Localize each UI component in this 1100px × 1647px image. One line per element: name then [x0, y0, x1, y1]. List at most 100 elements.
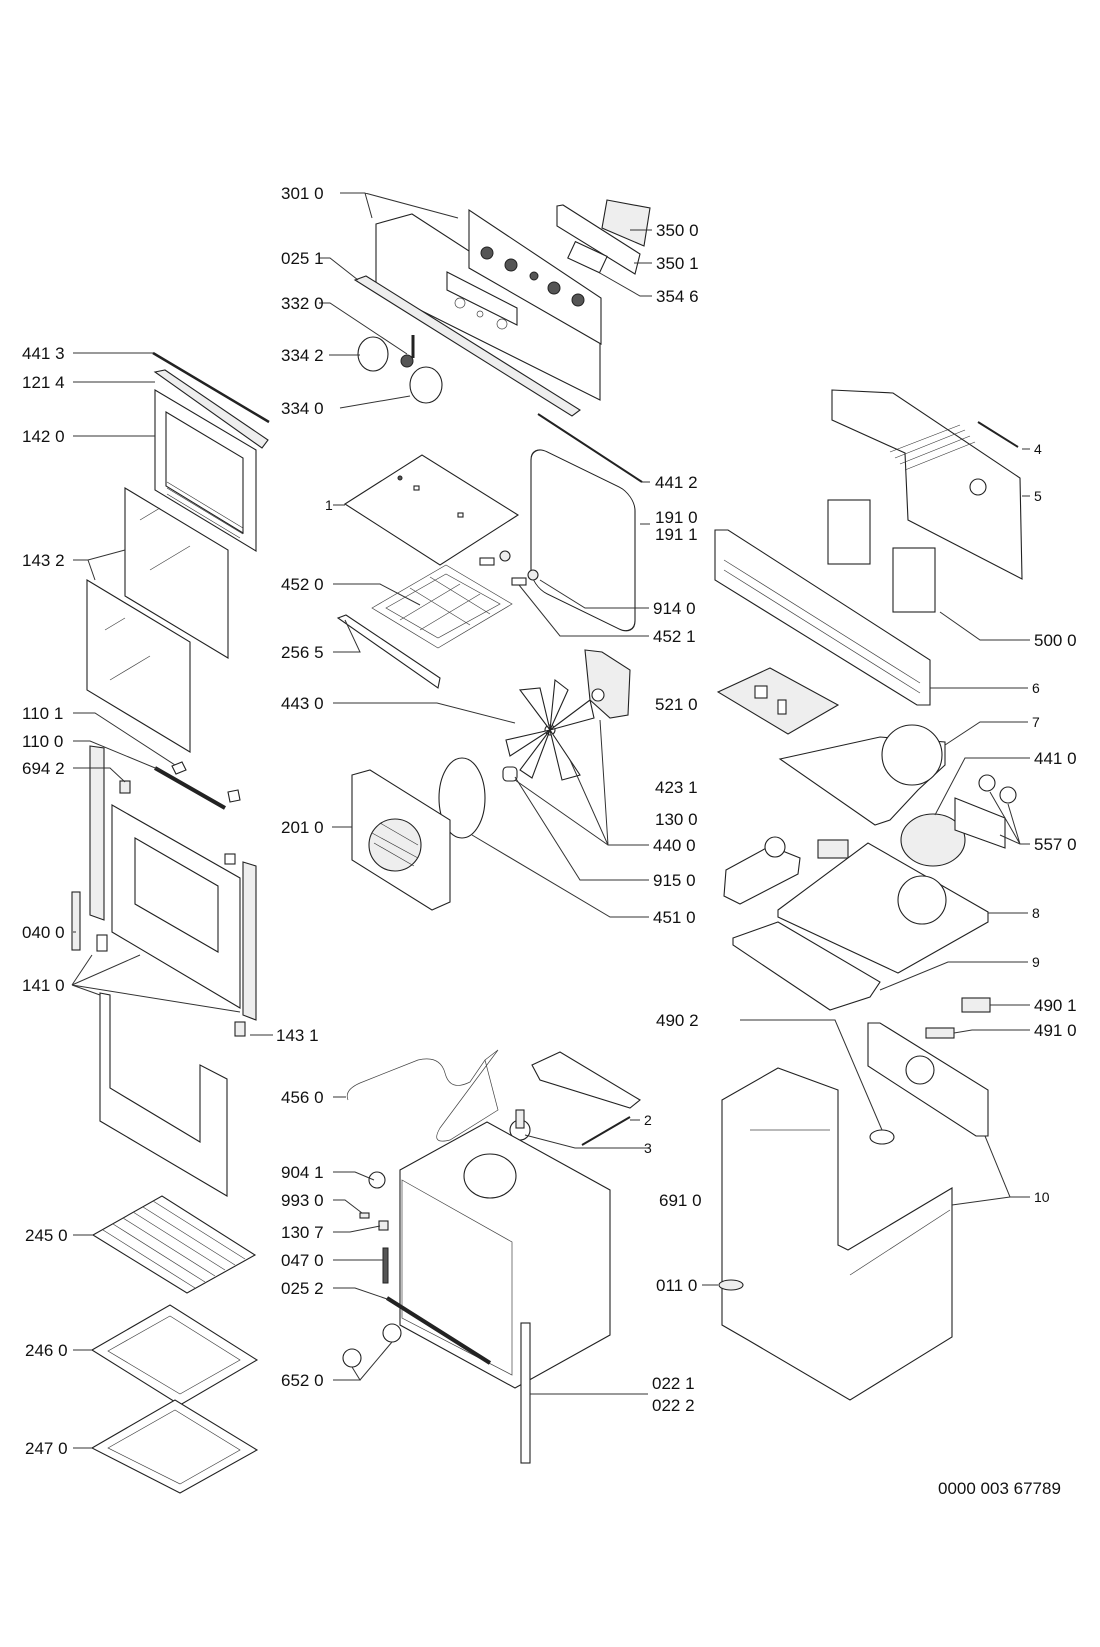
fan-blade-4430[interactable]	[505, 678, 595, 781]
door-vent-grille	[166, 481, 244, 539]
nut-9140[interactable]	[527, 569, 539, 581]
label-5210: 521 0	[655, 695, 698, 714]
label-6: 6	[1032, 680, 1040, 696]
label-4902: 490 2	[656, 1011, 699, 1030]
grommet-4902[interactable]	[869, 1129, 895, 1145]
timer-module-1300[interactable]	[723, 845, 801, 905]
thermostat-b-5000[interactable]	[892, 547, 936, 613]
front-trim-9[interactable]	[732, 921, 881, 1011]
label-4430: 443 0	[281, 694, 324, 713]
thermostat-a[interactable]	[827, 499, 871, 565]
display-hole	[476, 310, 484, 318]
label-3010: 301 0	[281, 184, 324, 203]
oven-cavity[interactable]	[399, 1121, 611, 1389]
grill-element-4520[interactable]	[371, 564, 513, 649]
display-board-3500[interactable]	[601, 199, 651, 247]
lamp-assembly-6520-b[interactable]	[382, 1323, 402, 1343]
base-plate-8[interactable]	[777, 842, 989, 974]
display-lens-3546[interactable]	[567, 240, 608, 274]
cooling-fan-4410[interactable]	[900, 813, 966, 867]
control-frame-6[interactable]	[714, 529, 931, 706]
door-trim-4413[interactable]	[152, 351, 270, 424]
foot-0110[interactable]	[718, 1279, 744, 1291]
hinge-0400[interactable]	[71, 891, 81, 951]
top-cover-5[interactable]	[831, 389, 1023, 580]
bracket-2[interactable]	[531, 1051, 641, 1109]
door-inner-frame	[165, 411, 244, 534]
terminal-insulator-4521[interactable]	[511, 577, 527, 586]
label-4400: 440 0	[653, 836, 696, 855]
clip-1307[interactable]	[378, 1220, 389, 1231]
side-rail-0221[interactable]	[520, 1322, 531, 1464]
lamp-assembly-6520-a[interactable]	[342, 1348, 362, 1368]
pcb-component	[777, 699, 787, 715]
fan-motor-shaft	[591, 688, 605, 702]
knob-hole	[529, 271, 539, 281]
seal-strip-0470[interactable]	[382, 1247, 389, 1284]
label-5: 5	[1034, 488, 1042, 504]
label-1: 1	[325, 497, 333, 513]
label-1420: 142 0	[22, 427, 65, 446]
label-4231: 423 1	[655, 778, 698, 797]
thermal-cutout-5570-a[interactable]	[978, 774, 996, 792]
timer-dial	[764, 836, 786, 858]
meat-probe-6910[interactable]	[581, 1116, 631, 1146]
cavity-rail-0252[interactable]	[385, 1296, 492, 1365]
clip-6942[interactable]	[119, 780, 131, 794]
door-glass-1410[interactable]	[99, 992, 228, 1197]
hinge-washer-1101[interactable]	[171, 761, 187, 775]
sensor-bracket[interactable]	[954, 797, 1006, 849]
terminal-block-4910[interactable]	[925, 1027, 955, 1039]
clip-1431[interactable]	[234, 1021, 246, 1037]
door-glass-1432-b[interactable]	[86, 579, 191, 753]
circular-element-4510[interactable]	[438, 757, 486, 839]
label-0400: 040 0	[22, 923, 65, 942]
screw-9930[interactable]	[359, 1212, 370, 1219]
cover-strip-4[interactable]	[977, 421, 1019, 448]
plate-slot	[413, 485, 420, 491]
knob-3340[interactable]	[409, 366, 443, 404]
terminal-insulator	[479, 557, 495, 566]
wire-shelf-2450[interactable]	[91, 1195, 257, 1294]
door-hinge-strip-1214[interactable]	[153, 369, 269, 449]
baking-tray-2460[interactable]	[90, 1304, 259, 1406]
hinge-block	[96, 934, 108, 952]
label-6520: 652 0	[281, 1371, 324, 1390]
display-hole	[454, 297, 466, 309]
gasket-strip-4412[interactable]	[537, 413, 643, 483]
drip-pan-2470[interactable]	[90, 1399, 259, 1494]
grill-bracket-2565[interactable]	[336, 614, 441, 689]
fan-cover-grille	[368, 818, 422, 872]
knob-shaft-3320[interactable]	[400, 354, 414, 368]
document-id: 0000 003 67789	[938, 1479, 1061, 1498]
label-3546: 354 6	[656, 287, 699, 306]
door-side-profile-left[interactable]	[89, 745, 105, 921]
label-1431: 143 1	[276, 1026, 319, 1045]
outer-casing-10[interactable]	[721, 1067, 953, 1401]
label-9140: 914 0	[653, 599, 696, 618]
label-3320: 332 0	[281, 294, 324, 313]
label-1300: 130 0	[655, 810, 698, 829]
lower-element-4560[interactable]	[346, 1049, 499, 1142]
cavity-top-plate-1[interactable]	[343, 454, 520, 566]
fan-nut-9150[interactable]	[502, 766, 518, 782]
label-1307: 130 7	[281, 1223, 324, 1242]
knob-3342[interactable]	[357, 336, 389, 372]
door-side-profile-right[interactable]	[242, 861, 257, 1021]
control-panel-rail[interactable]	[353, 275, 581, 417]
thermal-cutout-5570-b[interactable]	[999, 786, 1017, 804]
part-labels: 301 0 025 1 332 0 334 2 334 0 350 0 350 …	[22, 184, 1077, 1458]
lamp-holder-4901[interactable]	[961, 997, 991, 1013]
cavity-fan-opening	[463, 1153, 517, 1199]
door-glass-1432-a[interactable]	[124, 487, 229, 659]
hinge-pin-1100[interactable]	[154, 766, 226, 810]
cavity-top-group	[336, 413, 643, 689]
terminal-block-4231[interactable]	[817, 839, 849, 859]
lamp-cover-9041[interactable]	[368, 1171, 386, 1189]
door-gasket-1910[interactable]	[530, 444, 636, 637]
display-bracket-3501[interactable]	[556, 204, 641, 275]
label-2460: 246 0	[25, 1341, 68, 1360]
label-5000: 500 0	[1034, 631, 1077, 650]
rear-panel-hole	[905, 1055, 935, 1085]
door-inner-window	[134, 837, 219, 953]
